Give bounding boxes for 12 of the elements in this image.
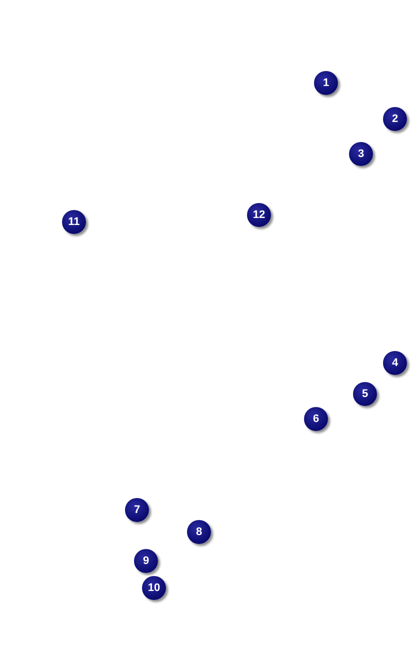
callout-number: 6 [304,407,328,431]
callout-number: 7 [125,498,149,522]
callout-number: 12 [247,203,271,227]
callout-number: 8 [187,520,211,544]
callout-number: 1 [314,71,338,95]
callout-number: 5 [353,382,377,406]
callout-number: 9 [134,549,158,573]
callout-number: 2 [383,107,407,131]
callout-number: 11 [62,210,86,234]
callout-number: 3 [349,142,373,166]
callout-number: 10 [142,576,166,600]
callout-number: 4 [383,351,407,375]
